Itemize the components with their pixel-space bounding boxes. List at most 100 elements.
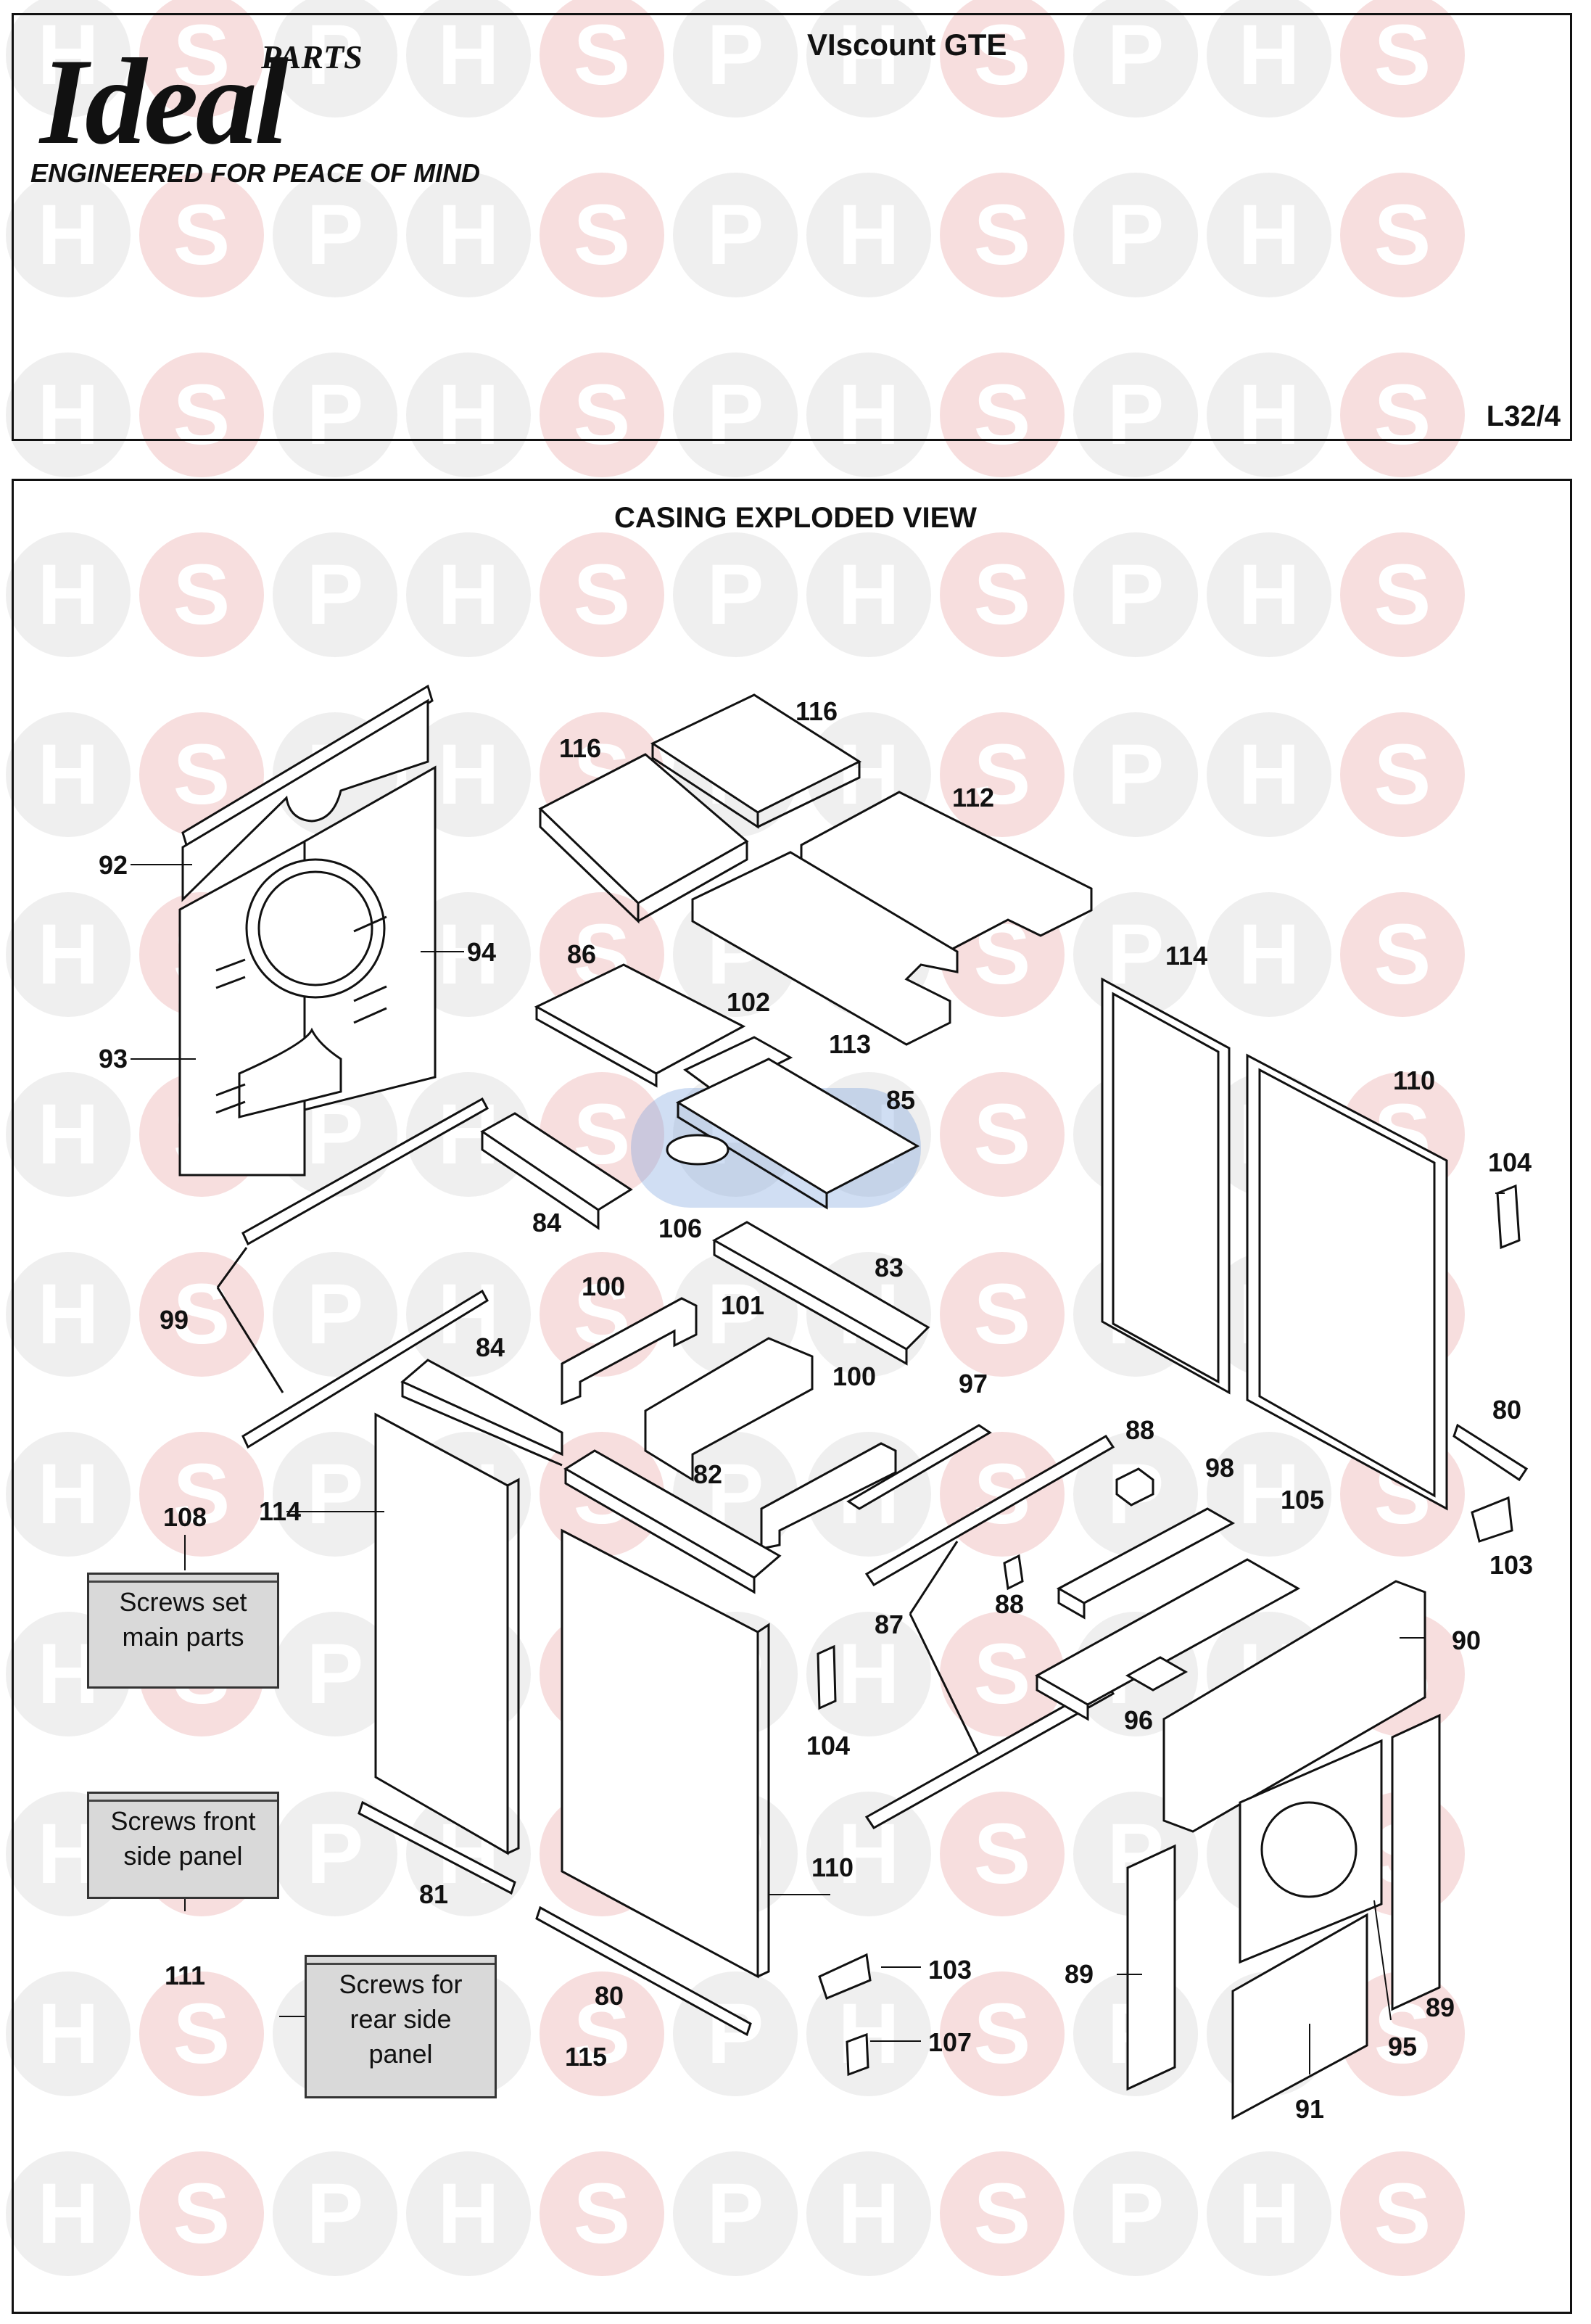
note-box-115: Screws for rear side panel [305, 1955, 497, 2098]
part-83-shape [711, 1221, 930, 1366]
part-90-shape [1162, 1580, 1426, 1833]
part-label-101: 101 [720, 1290, 765, 1320]
part-label-81: 81 [418, 1879, 449, 1909]
diagram-panel [12, 479, 1572, 2314]
brand-tagline: ENGINEERED FOR PEACE OF MIND [30, 158, 481, 188]
part-114-left-shape [374, 1412, 520, 1855]
part-label-112: 112 [951, 783, 995, 812]
part-label-95: 95 [1387, 2032, 1418, 2061]
part-84-lower-shape [400, 1359, 563, 1467]
part-label-104-right: 104 [1487, 1147, 1532, 1177]
part-96-shape [1125, 1656, 1189, 1692]
part-label-88-upper: 88 [1125, 1415, 1155, 1445]
part-88-lower-shape [1003, 1554, 1024, 1591]
note-115-line-2: rear side [350, 2004, 452, 2034]
note-115-line-1: Screws for [339, 1969, 463, 1999]
part-label-114-right: 114 [1165, 941, 1208, 971]
note-115-line-3: panel [368, 2039, 433, 2069]
part-label-111: 111 [164, 1961, 206, 1990]
part-88-upper-shape [1115, 1467, 1154, 1507]
part-107-shape [846, 2032, 869, 2077]
part-87-lower-shape [864, 1681, 1115, 1829]
part-81-shape [358, 1800, 516, 1895]
part-label-115: 115 [564, 2042, 608, 2072]
part-label-110-right: 110 [1392, 1066, 1436, 1095]
part-label-105: 105 [1280, 1485, 1325, 1515]
part-label-96: 96 [1123, 1705, 1154, 1735]
part-label-106: 106 [658, 1213, 703, 1243]
part-82-shape [563, 1449, 782, 1594]
part-95-shape [1239, 1739, 1383, 1964]
part-label-103-right: 103 [1489, 1550, 1534, 1580]
part-label-114-left: 114 [258, 1496, 302, 1526]
part-86-shape [534, 963, 746, 1088]
part-label-113: 113 [828, 1029, 872, 1059]
part-label-98: 98 [1204, 1453, 1235, 1483]
part-80-lower-shape [535, 1905, 752, 2037]
part-89-left-shape [1126, 1844, 1176, 2091]
section-title: CASING EXPLODED VIEW [613, 502, 978, 534]
page-code: L32/4 [1486, 400, 1561, 432]
part-label-85: 85 [885, 1085, 916, 1115]
part-label-82: 82 [693, 1459, 723, 1489]
part-label-97: 97 [958, 1369, 988, 1398]
brand-logo: Ideal [40, 33, 289, 170]
part-label-83: 83 [874, 1253, 904, 1282]
part-114-right-shape [1101, 977, 1231, 1395]
note-108-line-1: Screws set [119, 1587, 247, 1617]
part-label-100-upper: 100 [581, 1272, 626, 1301]
part-99-upper-shape [241, 1097, 489, 1246]
part-label-84-upper: 84 [532, 1208, 562, 1237]
part-label-108: 108 [162, 1502, 207, 1532]
part-103-lower-shape [818, 1953, 872, 2000]
part-99-leader [216, 1247, 284, 1393]
part-label-107: 107 [927, 2027, 972, 2057]
part-label-87: 87 [874, 1610, 904, 1639]
part-label-103-lower: 103 [927, 1955, 972, 1985]
part-label-84-lower: 84 [475, 1332, 505, 1362]
part-103-right-shape [1471, 1496, 1513, 1543]
part-92-shape [181, 684, 434, 902]
part-99-lower-shape [241, 1289, 489, 1449]
part-label-99: 99 [159, 1305, 189, 1335]
note-111-line-1: Screws front [110, 1806, 256, 1836]
part-104-mid-shape [817, 1644, 837, 1710]
part-label-88-lower: 88 [994, 1589, 1025, 1619]
header-panel [12, 13, 1572, 441]
part-102-shape [683, 1036, 793, 1095]
part-100-upper-shape [561, 1297, 698, 1406]
part-label-116-left: 116 [558, 733, 602, 763]
part-label-91: 91 [1294, 2094, 1325, 2124]
part-110-left-shape [561, 1528, 770, 1979]
part-110-right-shape [1246, 1053, 1448, 1511]
part-label-100-lower: 100 [832, 1361, 877, 1391]
part-104-right-shape [1496, 1184, 1521, 1250]
note-box-111: Screws front side panel [87, 1792, 279, 1899]
part-label-92: 92 [98, 850, 128, 880]
part-85-shape [675, 1058, 920, 1210]
part-87-leader [909, 1541, 980, 1756]
part-84-upper-shape [480, 1112, 633, 1230]
note-111-line-2: side panel [123, 1841, 243, 1871]
brand-parts-word: PARTS [261, 38, 363, 75]
part-93-94-shape [178, 765, 437, 1177]
part-label-80-lower: 80 [594, 1981, 624, 2011]
part-label-89-left: 89 [1064, 1959, 1094, 1989]
part-97-shape [846, 1424, 992, 1510]
part-105-shape [1034, 1558, 1301, 1721]
part-label-116-right: 116 [795, 696, 838, 726]
note-108-line-2: main parts [122, 1622, 244, 1652]
part-98-shape [1056, 1507, 1236, 1620]
part-label-102: 102 [726, 987, 771, 1017]
part-label-104-mid: 104 [806, 1731, 851, 1760]
part-116-shapes [538, 693, 862, 924]
part-87-upper-shape [864, 1434, 1115, 1587]
part-label-89-right: 89 [1425, 1993, 1455, 2022]
part-113-shape [691, 851, 959, 1046]
model-title: VIscount GTE [807, 28, 1007, 62]
part-89-right-shape [1391, 1713, 1441, 2011]
part-101-shape [644, 1337, 814, 1482]
part-label-90: 90 [1451, 1625, 1482, 1655]
part-label-86: 86 [566, 939, 597, 969]
